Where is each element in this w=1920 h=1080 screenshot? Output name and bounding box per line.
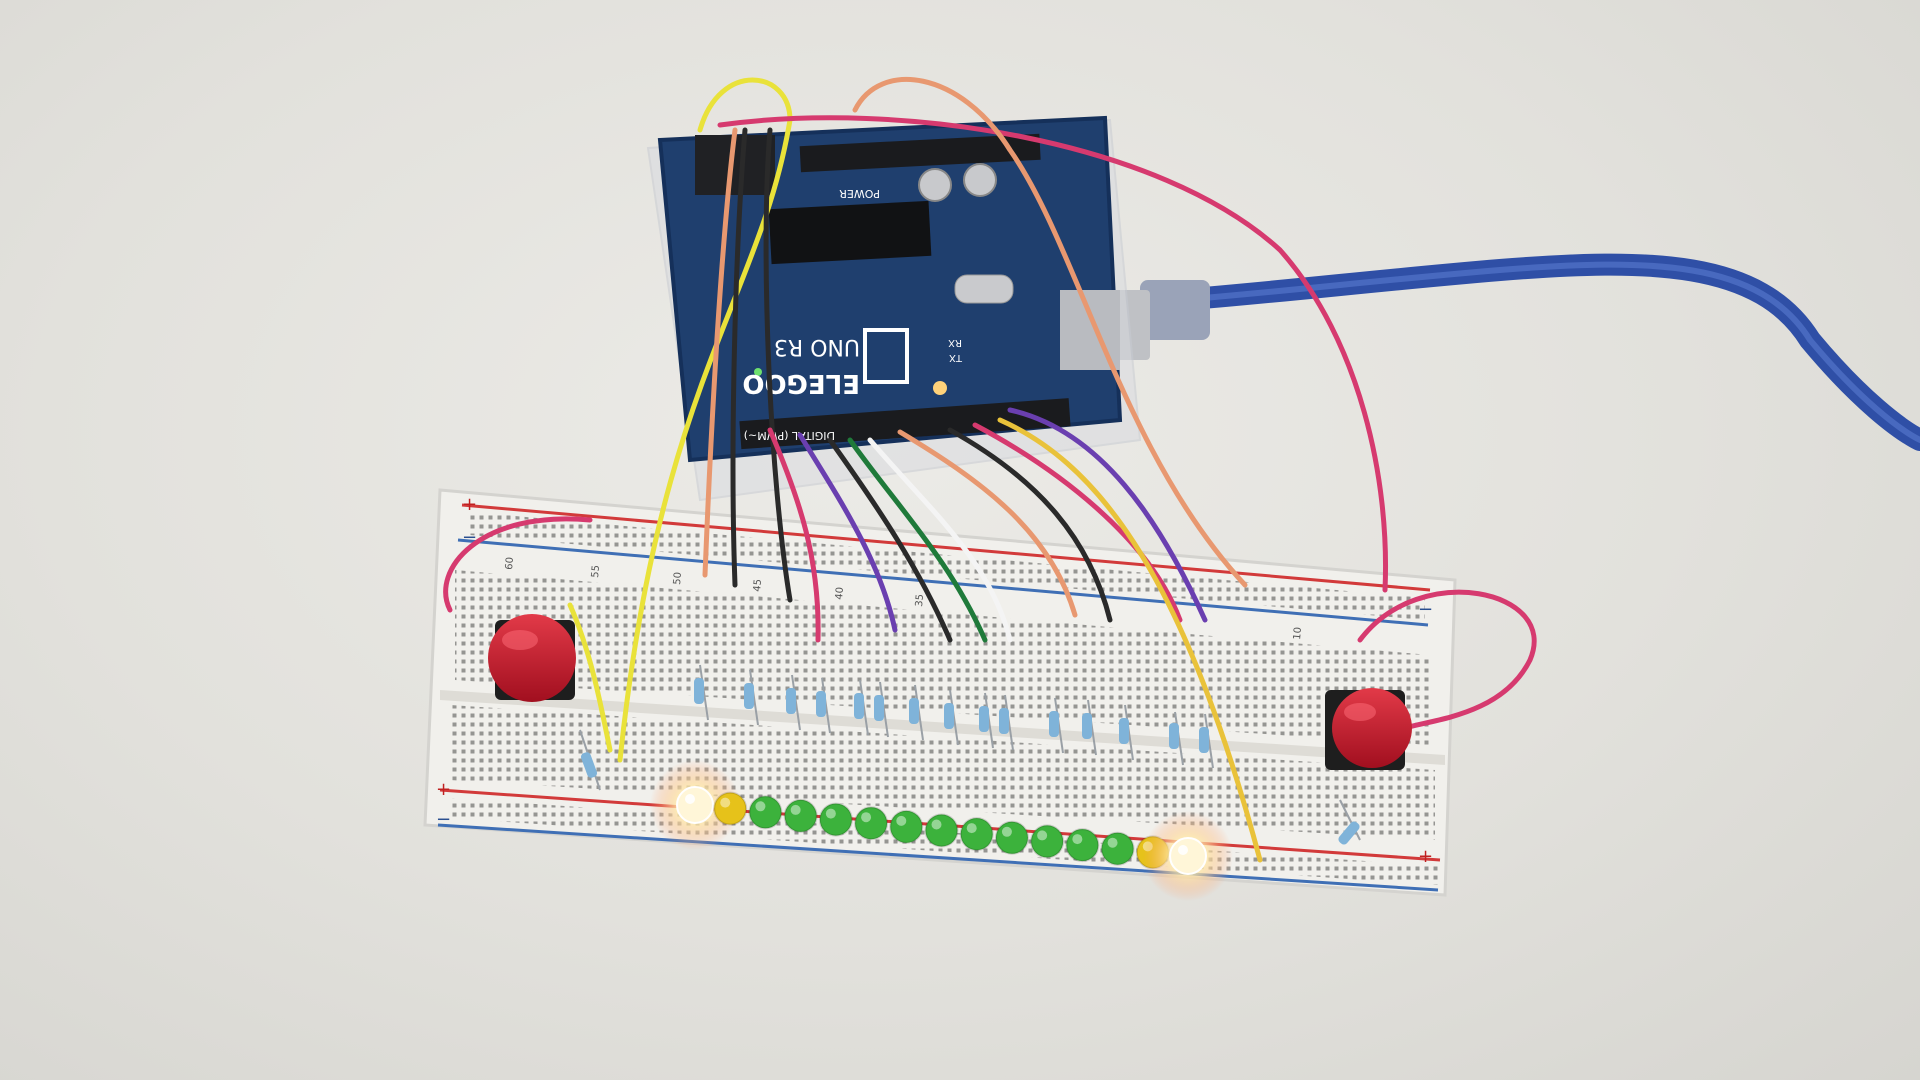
led-highlight <box>896 815 907 826</box>
col-label-40: 40 <box>834 587 846 601</box>
led-green <box>854 806 889 841</box>
rail-minus-bottom: − <box>436 809 451 830</box>
digital-header-label: DIGITAL (PWM~) <box>744 429 835 442</box>
led-highlight <box>1037 830 1048 841</box>
rail-plus-right: + <box>1418 846 1433 867</box>
led-yellow <box>713 791 748 826</box>
led-highlight <box>1178 845 1188 855</box>
led-green <box>1065 828 1100 863</box>
microcontroller-chip <box>768 200 932 265</box>
led-highlight <box>931 819 942 830</box>
push-button-right <box>1325 688 1412 770</box>
col-label-55: 55 <box>590 565 602 579</box>
led-green <box>783 798 818 833</box>
board-model: UNO R3 <box>774 334 860 359</box>
rail-minus-right: − <box>1418 599 1433 620</box>
col-label-35: 35 <box>914 594 926 608</box>
led-highlight <box>1072 834 1083 845</box>
rail-plus-top: + <box>462 494 477 515</box>
rx-label: RX <box>948 337 962 348</box>
col-label-45: 45 <box>752 579 764 593</box>
led-white <box>676 786 714 824</box>
led-highlight <box>755 801 766 812</box>
led-green <box>889 809 924 844</box>
col-label-60: 60 <box>504 557 516 571</box>
usb-connector <box>1140 280 1210 340</box>
led-highlight <box>1107 837 1118 848</box>
led-highlight <box>790 804 801 815</box>
led-green <box>994 820 1029 855</box>
board-brand: ELEGOO <box>742 368 860 398</box>
led-green <box>818 802 853 837</box>
led-white <box>1169 837 1207 875</box>
led-highlight <box>825 808 836 819</box>
led-green <box>748 795 783 830</box>
led-highlight <box>861 812 872 823</box>
resistors <box>579 664 1361 845</box>
led-green <box>1100 831 1135 866</box>
led-highlight <box>966 823 977 834</box>
led-highlight <box>720 797 731 808</box>
led-green <box>959 817 994 852</box>
col-label-10: 10 <box>1292 627 1304 641</box>
power-header-label: POWER <box>839 187 880 200</box>
led-row <box>650 760 1233 901</box>
led-highlight <box>1001 826 1012 837</box>
col-label-50: 50 <box>672 572 684 586</box>
rail-plus-bottom: + <box>436 779 451 800</box>
push-button-left <box>488 614 576 702</box>
arduino-board: ELEGOO UNO R3 DIGITAL (PWM~) POWER TX RX <box>657 115 1123 463</box>
led-green <box>924 813 959 848</box>
jumper-wires <box>443 77 1537 863</box>
led-highlight <box>685 794 695 804</box>
tx-label: TX <box>949 352 963 363</box>
led-green <box>1030 824 1065 859</box>
